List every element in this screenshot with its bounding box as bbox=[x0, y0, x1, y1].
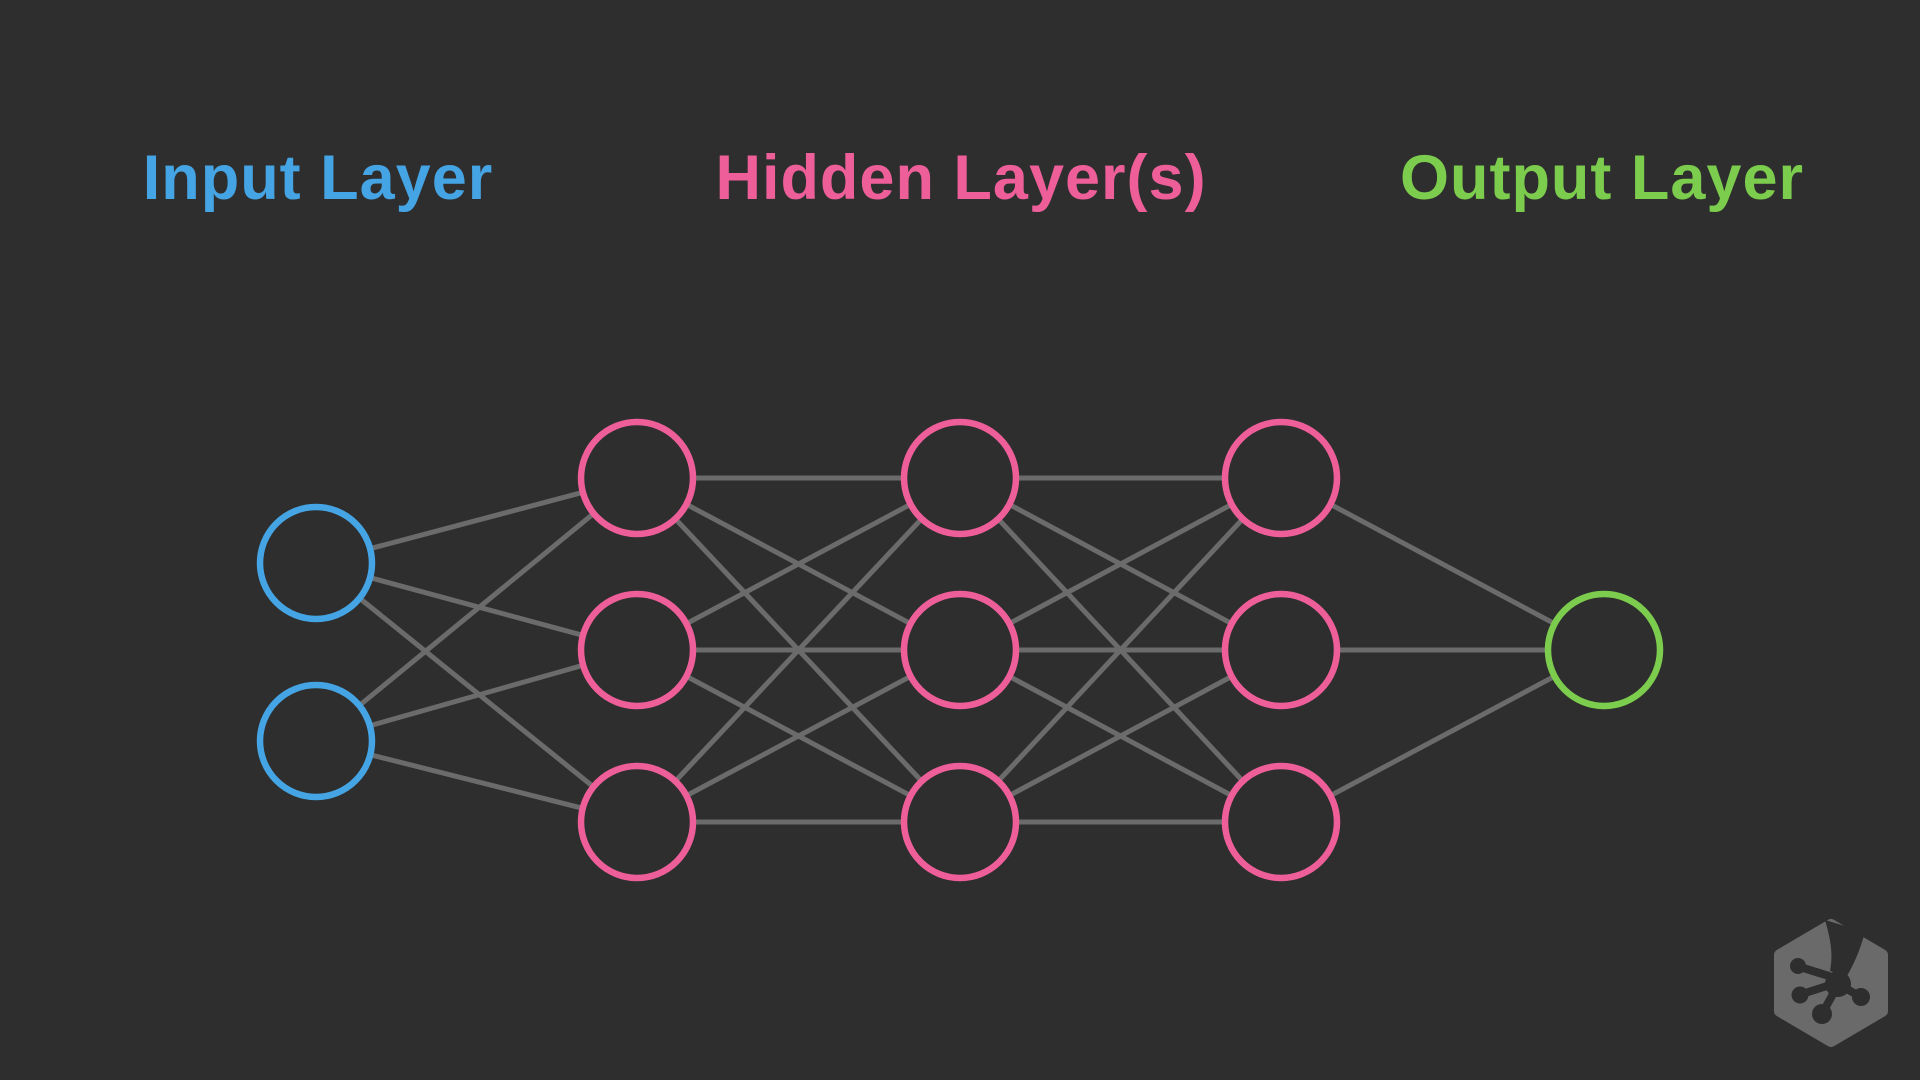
edge-hidden-3-0-output-0 bbox=[1279, 475, 1606, 653]
hidden-3-node-3 bbox=[1221, 762, 1341, 882]
hidden-layer-label: Hidden Layer(s) bbox=[715, 143, 1207, 213]
edge-input-1-hidden-1-0 bbox=[314, 476, 639, 743]
hidden-3-node-2 bbox=[1221, 590, 1341, 710]
edge-hidden-1-2-hidden-2-0 bbox=[635, 476, 962, 824]
edge-hidden-2-2-hidden-3-0 bbox=[958, 476, 1283, 824]
edge-hidden-3-2-output-0 bbox=[1279, 647, 1606, 825]
treehouse-logo-icon bbox=[1774, 919, 1888, 1047]
output-layer-label: Output Layer bbox=[1399, 143, 1805, 213]
hidden-1-node-2 bbox=[577, 590, 697, 710]
hidden-3-node-1 bbox=[1221, 418, 1341, 538]
hidden-1-node-1 bbox=[577, 418, 697, 538]
edge-hidden-1-2-hidden-2-1 bbox=[635, 647, 962, 825]
edge-input-0-hidden-1-2 bbox=[314, 561, 639, 824]
hidden-2-node-1 bbox=[900, 418, 1020, 538]
hidden-2-node-2 bbox=[900, 590, 1020, 710]
edge-hidden-2-2-hidden-3-1 bbox=[958, 647, 1283, 825]
output-node-1 bbox=[1544, 590, 1664, 710]
edge-hidden-1-1-hidden-2-0 bbox=[635, 475, 962, 653]
hidden-1-node-3 bbox=[577, 762, 697, 882]
logo-frog-footprint bbox=[1790, 920, 1870, 1024]
input-layer-label: Input Layer bbox=[142, 143, 494, 213]
edge-hidden-2-1-hidden-3-0 bbox=[958, 475, 1283, 653]
input-node-2 bbox=[256, 681, 376, 801]
hidden-2-node-3 bbox=[900, 762, 1020, 882]
node-group bbox=[256, 418, 1664, 882]
input-node-1 bbox=[256, 503, 376, 623]
